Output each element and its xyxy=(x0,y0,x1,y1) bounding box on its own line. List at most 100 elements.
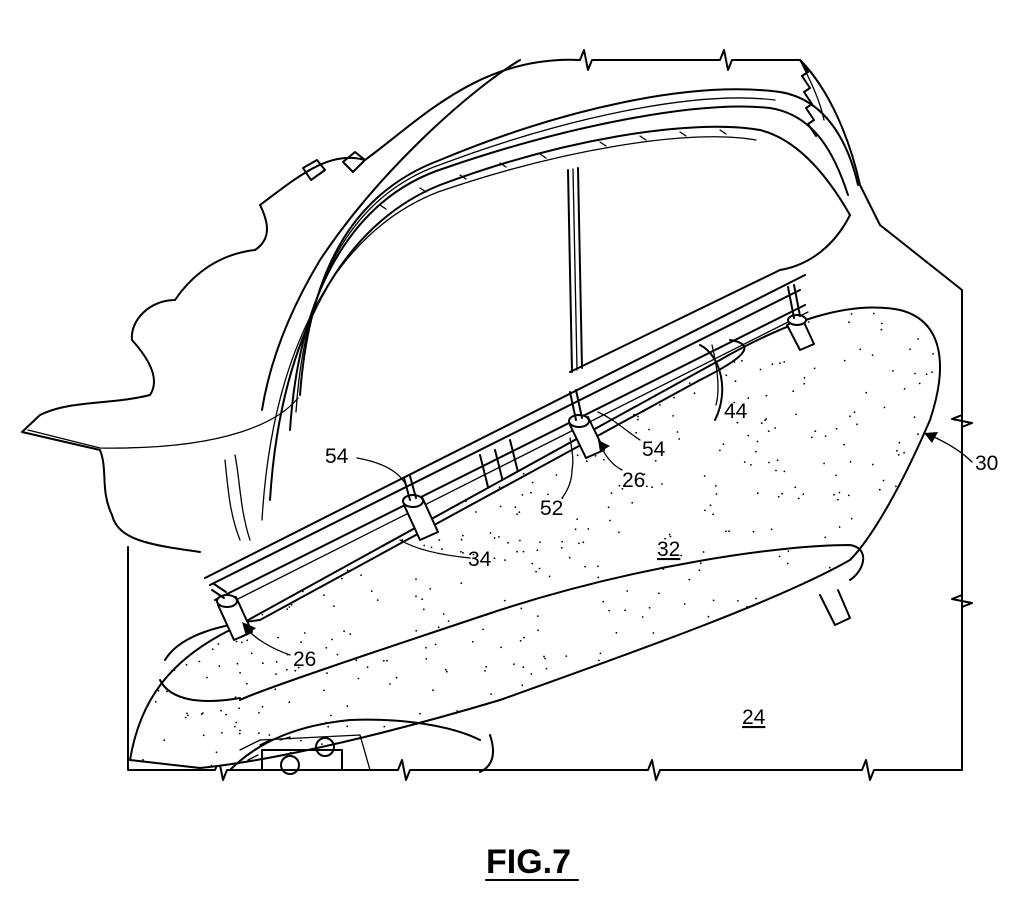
stipple-dot xyxy=(500,646,502,649)
label-26-left: 26 xyxy=(293,648,316,671)
stipple-dot xyxy=(859,348,862,351)
stipple-dot xyxy=(599,652,602,655)
stipple-dot xyxy=(323,594,325,596)
stipple-dot xyxy=(652,632,655,634)
stipple-dot xyxy=(343,630,345,633)
stipple-dot xyxy=(725,374,728,377)
stipple-dot xyxy=(493,557,496,560)
stipple-dot xyxy=(444,668,447,671)
stipple-dot xyxy=(838,526,841,528)
stipple-dot xyxy=(425,646,427,649)
stipple-dot xyxy=(733,361,736,363)
stipple-dot xyxy=(331,638,333,641)
stipple-dot xyxy=(755,597,757,600)
stipple-dot xyxy=(648,606,651,609)
stipple-dot xyxy=(743,461,746,463)
stipple-dot xyxy=(389,683,391,685)
stipple-dot xyxy=(539,541,541,543)
stipple-dot xyxy=(669,535,672,538)
stipple-dot xyxy=(465,500,467,502)
stipple-dot xyxy=(719,449,721,452)
stipple-dot xyxy=(425,658,428,660)
stipple-dot xyxy=(218,665,221,667)
stipple-dot xyxy=(485,665,488,668)
stipple-dot xyxy=(419,712,421,715)
stipple-dot xyxy=(688,382,691,384)
stipple-dot xyxy=(643,473,646,476)
stipple-dot xyxy=(794,486,797,489)
stipple-dot xyxy=(523,636,525,639)
stipple-dot xyxy=(225,713,228,716)
stipple-dot xyxy=(210,764,213,767)
stipple-dot xyxy=(536,615,539,617)
stipple-dot xyxy=(712,599,715,602)
stipple-dot xyxy=(660,546,663,549)
stipple-dot xyxy=(728,530,730,533)
stipple-dot xyxy=(734,380,737,383)
label-26-right: 26 xyxy=(622,469,645,492)
stipple-dot xyxy=(584,565,586,568)
stipple-dot xyxy=(288,701,291,704)
stipple-dot xyxy=(519,539,521,542)
stipple-dot xyxy=(776,459,779,462)
stipple-dot xyxy=(239,671,242,674)
vehicle-body-outline xyxy=(21,58,881,553)
stipple-dot xyxy=(422,608,425,611)
stipple-dot xyxy=(672,415,674,417)
reference-labels: 54 54 44 26 52 34 32 26 30 24 xyxy=(293,400,998,729)
fastener-26-mid-right xyxy=(568,389,605,471)
stipple-dot xyxy=(608,609,610,612)
stipple-dot xyxy=(725,530,727,533)
stipple-dot xyxy=(286,608,288,610)
stipple-dot xyxy=(536,549,539,552)
stipple-dot xyxy=(765,418,768,420)
stipple-dot xyxy=(202,734,205,737)
stipple-dot xyxy=(395,676,398,679)
stipple-dot xyxy=(535,570,537,573)
stipple-dot xyxy=(673,396,675,399)
stipple-dot xyxy=(662,568,665,570)
figure-caption: FIG.7 xyxy=(486,843,571,881)
stipple-dot xyxy=(774,427,777,429)
stipple-dot xyxy=(531,481,534,484)
stipple-dot xyxy=(530,673,533,675)
stipple-dot xyxy=(521,494,524,496)
stipple-dot xyxy=(736,421,739,424)
stipple-dot xyxy=(823,462,825,465)
stipple-dot xyxy=(880,322,883,325)
stipple-dot xyxy=(186,712,188,715)
stipple-dot xyxy=(300,641,302,644)
stipple-dot xyxy=(333,605,335,607)
stipple-dot xyxy=(615,631,618,634)
stipple-dot xyxy=(703,475,706,477)
stipple-dot xyxy=(777,495,780,498)
stipple-dot xyxy=(516,550,518,553)
stipple-dot xyxy=(325,721,328,724)
stipple-dot xyxy=(631,501,634,504)
stipple-dot xyxy=(712,513,714,516)
stipple-dot xyxy=(917,338,919,340)
stipple-dot xyxy=(883,406,886,409)
stipple-dot xyxy=(892,370,894,372)
stipple-dot xyxy=(555,474,558,476)
stipple-dot xyxy=(693,392,696,395)
stipple-dot xyxy=(507,541,509,544)
stipple-dot xyxy=(642,410,645,413)
stipple-dot xyxy=(715,493,718,495)
stipple-dot xyxy=(173,669,176,671)
stipple-dot xyxy=(300,739,302,742)
stipple-dot xyxy=(914,372,916,375)
stipple-dot xyxy=(707,615,710,618)
stipple-dot xyxy=(297,666,300,669)
stipple-dot xyxy=(849,461,852,463)
stipple-dot xyxy=(741,359,743,362)
stipple-dot xyxy=(765,394,768,397)
stipple-dot xyxy=(355,659,358,662)
stipple-dot xyxy=(872,312,875,315)
stipple-dot xyxy=(302,590,304,593)
stipple-dot xyxy=(221,732,223,734)
stipple-dot xyxy=(897,454,900,456)
stipple-dot xyxy=(319,586,321,588)
stipple-dot xyxy=(516,513,518,516)
leader-lines xyxy=(242,344,973,656)
